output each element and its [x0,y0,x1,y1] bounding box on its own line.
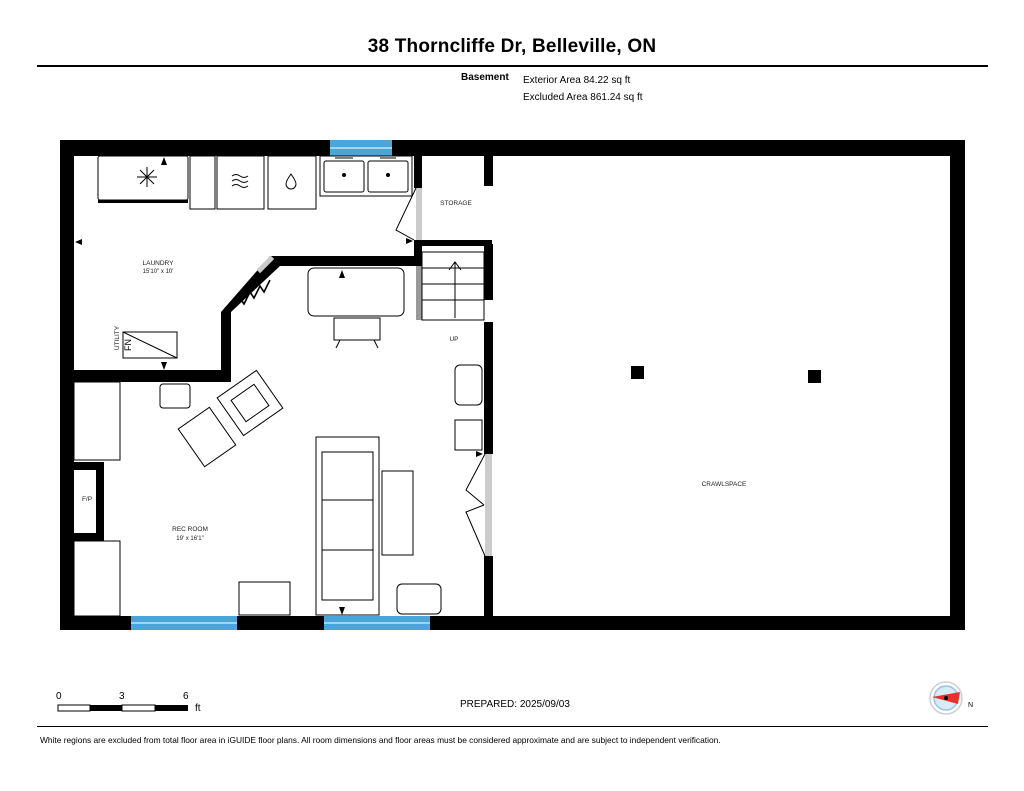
scale-unit: ft [195,703,201,714]
page-title: 38 Thorncliffe Dr, Belleville, ON [367,36,657,57]
compass-icon [929,681,963,715]
scale-label-6: 6 [183,691,189,702]
prepared-date: PREPARED: 2025/09/03 [460,699,570,710]
exterior-area: Exterior Area 84.22 sq ft [523,75,631,86]
excluded-area: Excluded Area 861.24 sq ft [523,92,643,103]
rec-room-dims: 19' x 16'1" [176,536,203,542]
storage-label: STORAGE [440,200,472,207]
area-summary: Exterior Area 84.22 sq ft Excluded Area … [523,72,643,106]
posts [631,366,821,383]
header-rule [37,65,988,67]
windows [131,140,430,630]
stairs-label: UP [449,336,458,343]
laundry-dims: 15'10" x 10' [143,269,174,275]
furnace [122,331,178,359]
compass-north-label: N [968,702,973,709]
fireplace-label: F/P [82,496,92,503]
crawlspace-label: CRAWLSPACE [702,481,747,488]
furnace-label: FN [123,339,133,351]
rec-room-label: REC ROOM [172,526,208,533]
scale-label-0: 0 [56,691,62,702]
laundry-fixtures [97,155,413,210]
footer-rule [37,726,988,727]
disclaimer: White regions are excluded from total fl… [40,735,721,745]
entry-arrows [75,157,483,615]
walls [60,140,965,630]
floor-label: Basement [461,72,509,83]
doors [232,187,492,557]
laundry-icons [137,157,396,190]
stairs [421,251,485,321]
scale-bar [57,704,188,712]
utility-label: UTILITY [114,325,121,350]
laundry-label: LAUNDRY [143,260,175,267]
scale-label-3: 3 [119,691,125,702]
rec-room-furniture [73,267,483,617]
